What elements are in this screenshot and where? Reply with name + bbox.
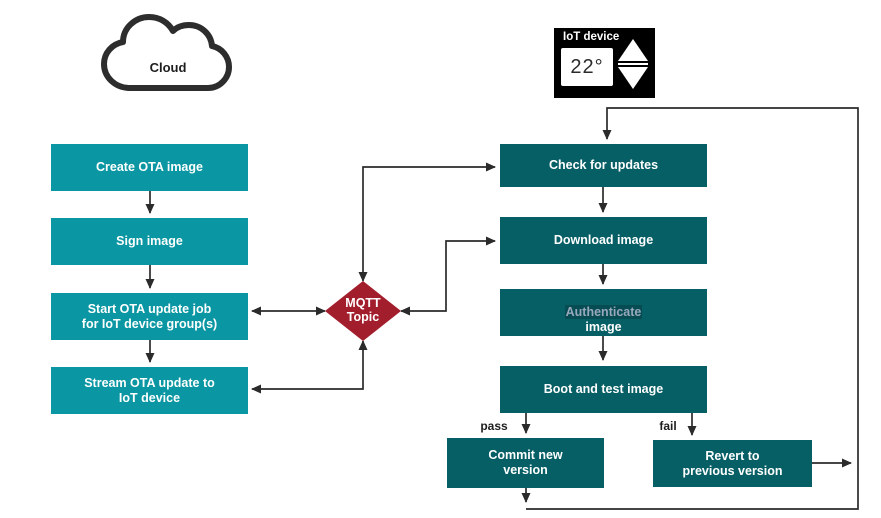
loop-back-to-check	[526, 107, 859, 510]
step-authenticate-image: Authenticate image	[500, 289, 707, 336]
arrow-divider	[618, 63, 648, 65]
mqtt-topic-diamond	[325, 281, 401, 341]
step-commit-new-version: Commit new version	[447, 438, 604, 488]
down-arrow-icon	[618, 67, 648, 89]
fail-branch-label: fail	[659, 419, 677, 433]
pass-branch-label: pass	[480, 419, 508, 433]
cloud-shape-area: Cloud	[98, 8, 238, 108]
step-sign-image: Sign image	[51, 218, 248, 265]
temperature-display: 22°	[561, 48, 613, 86]
step-revert-previous-version: Revert to previous version	[653, 440, 812, 487]
arrow-mqtt-check	[358, 162, 496, 282]
arrow-mqtt-download	[400, 236, 496, 316]
step-check-for-updates: Check for updates	[500, 144, 707, 187]
arrow-stream-mqtt	[251, 340, 368, 394]
iot-device-label: IoT device	[563, 31, 620, 43]
step-download-image: Download image	[500, 217, 707, 264]
step-boot-and-test-image: Boot and test image	[500, 366, 707, 413]
mqtt-topic-label: MQTT Topic	[345, 296, 381, 324]
step-create-ota-image: Create OTA image	[51, 144, 248, 191]
authenticate-rest: image	[585, 320, 622, 334]
step-start-ota-update-job: Start OTA update job for IoT device grou…	[51, 293, 248, 340]
step-stream-ota-update: Stream OTA update to IoT device	[51, 367, 248, 414]
iot-device-thermostat: IoT device 22°	[554, 28, 655, 98]
cloud-label: Cloud	[149, 60, 187, 75]
up-arrow-icon	[618, 39, 648, 61]
cloud-icon	[101, 14, 232, 91]
authenticate-word: Authenticate	[564, 305, 643, 319]
